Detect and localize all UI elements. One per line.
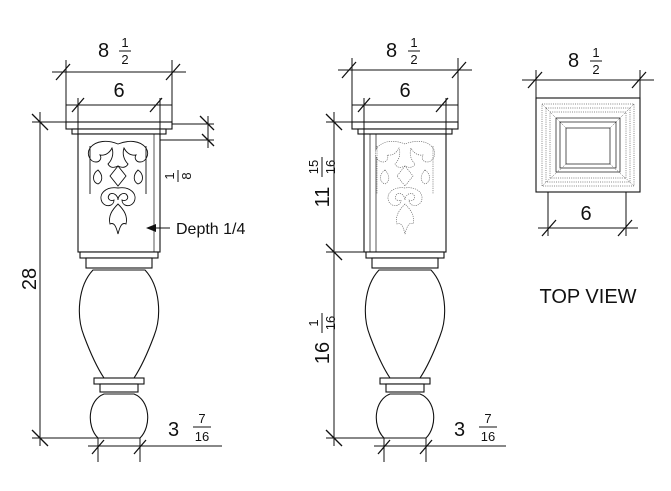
top-view-width-num: 1: [592, 45, 599, 60]
top-view-caption: TOP VIEW: [539, 286, 636, 308]
right-upper-height-whole: 11: [312, 187, 334, 208]
right-upper-height-den: 16: [323, 160, 338, 174]
top-view-width-den: 2: [592, 62, 599, 77]
top-view-inner-width: 6: [580, 203, 591, 225]
right-foot-whole: 3: [454, 419, 465, 441]
right-leg-drawing: [352, 122, 458, 438]
left-foot-num: 7: [198, 411, 205, 426]
right-inner-width: 6: [399, 80, 410, 102]
left-foot-den: 16: [195, 429, 209, 444]
left-offset-den: 8: [179, 172, 194, 179]
right-top-width-den: 2: [410, 52, 417, 67]
left-top-width-whole: 8: [98, 40, 109, 62]
top-view-width-whole: 8: [568, 50, 579, 72]
right-lower-height-den: 16: [323, 316, 338, 330]
right-foot-num: 7: [484, 411, 491, 426]
left-leg-drawing: [66, 122, 172, 438]
right-top-width-num: 1: [410, 35, 417, 50]
left-top-width-num: 1: [121, 35, 128, 50]
left-foot-whole: 3: [168, 419, 179, 441]
right-elevation-view: 8 1 2 6 11 15 16 16 1 16: [306, 35, 506, 462]
top-view: 8 1 2 6 TOP VIEW: [522, 45, 654, 308]
left-offset-num: 1: [162, 172, 177, 179]
left-height: 28: [19, 268, 41, 290]
right-foot-den: 16: [481, 429, 495, 444]
left-depth-label: Depth 1/4: [176, 221, 245, 238]
right-lower-height-whole: 16: [312, 342, 334, 364]
right-lower-height-num: 1: [306, 319, 321, 326]
left-inner-width: 6: [113, 80, 124, 102]
left-top-width-den: 2: [121, 52, 128, 67]
right-top-width-whole: 8: [386, 40, 397, 62]
right-upper-height-num: 15: [306, 160, 321, 174]
left-elevation-view: 8 1 2 6 28 1 8 Depth 1/4: [19, 35, 245, 462]
